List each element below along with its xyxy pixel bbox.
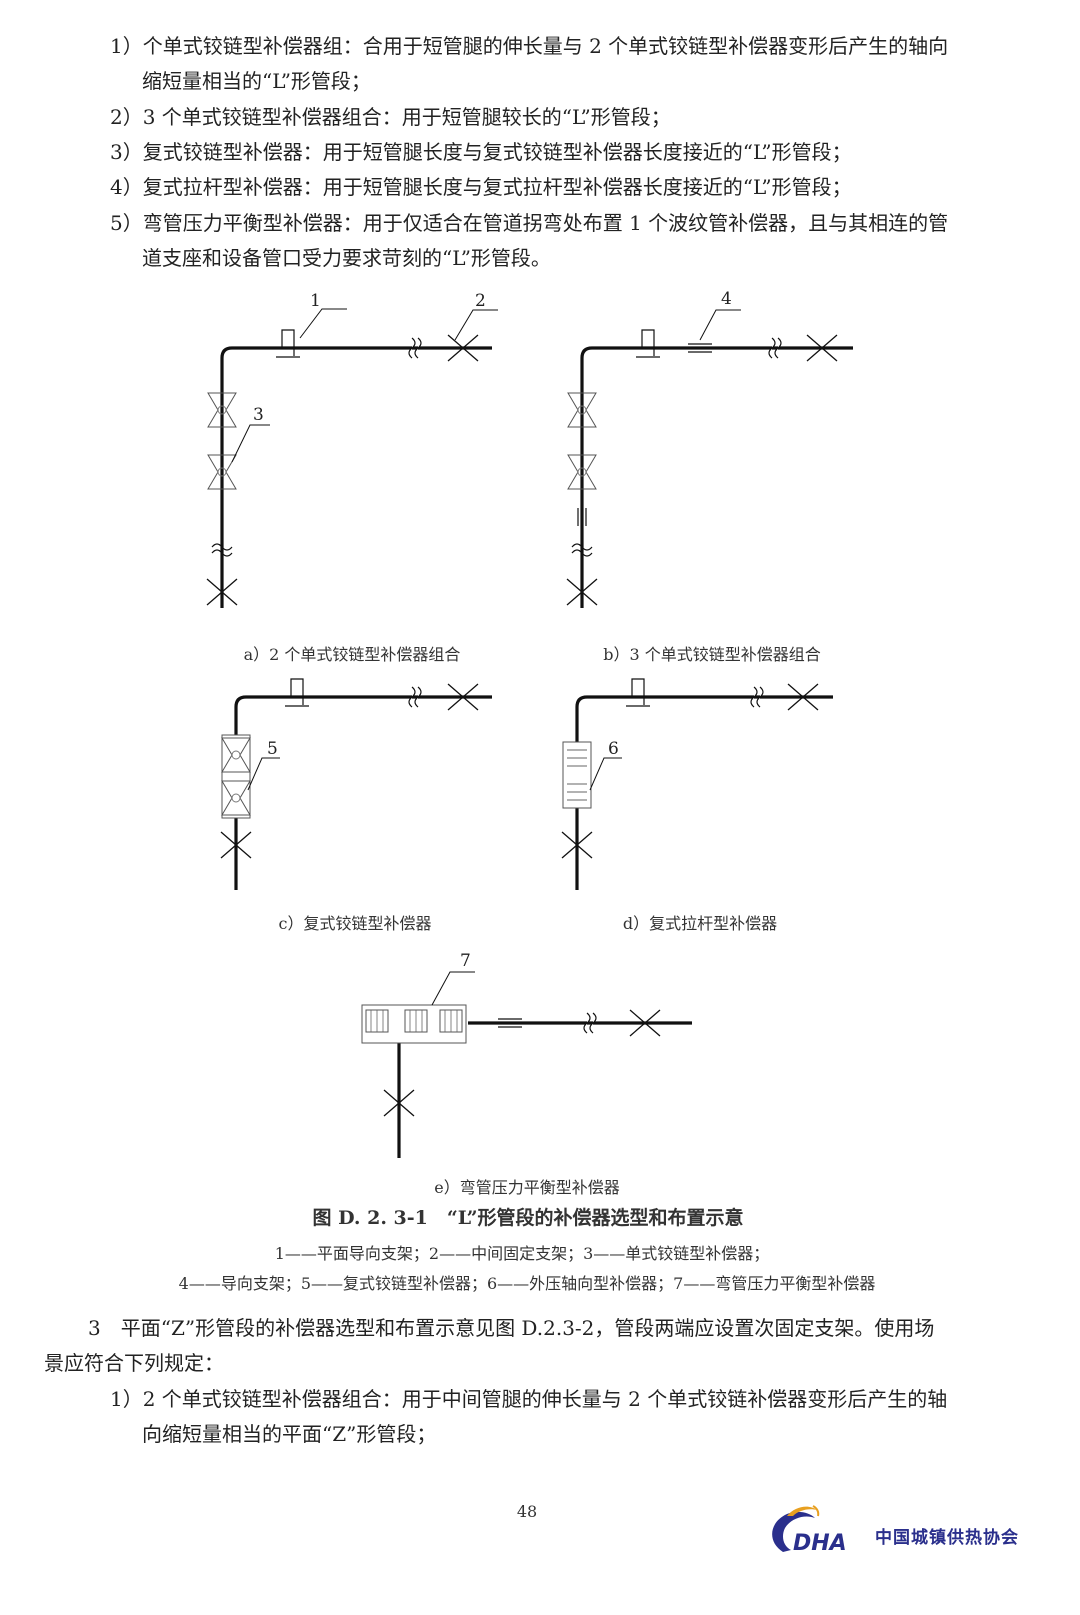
hinge-pin <box>577 405 587 415</box>
callout-leader <box>589 757 622 791</box>
callout-leader <box>231 424 270 463</box>
pipe-break-symbol <box>750 686 764 708</box>
callout-leader <box>247 757 280 791</box>
section-3-item-1-cont: 向缩短量相当的平面“Z”形管段； <box>142 1422 437 1446</box>
compound-hinged-compensator-symbol <box>221 734 251 819</box>
hinge-pin <box>231 793 241 803</box>
page-number: 48 <box>516 1502 538 1521</box>
caption-d: d）复式拉杆型补偿器 <box>622 914 778 933</box>
callout-6: 6 <box>608 739 619 759</box>
intro-item-1-cont: 缩短量相当的“L”形管段； <box>142 69 371 93</box>
intro-item-2: 2）3 个单式铰链型补偿器组合：用于短管腿较长的“L”形管段； <box>110 105 671 129</box>
plane-guide-support-symbol <box>626 678 650 707</box>
fixed-support-symbol <box>787 683 819 711</box>
pipe-a <box>220 346 492 608</box>
pipe-break-symbol <box>408 337 422 359</box>
fixed-support-symbol <box>447 683 479 711</box>
pipe-c <box>234 695 492 890</box>
intro-item-4: 4）复式拉杆型补偿器：用于短管腿长度与复式拉杆型补偿器长度接近的“L”形管段； <box>110 175 852 199</box>
plane-guide-support-symbol <box>285 678 309 707</box>
bellows-lines <box>409 1010 423 1032</box>
fixed-support-symbol <box>220 831 252 859</box>
pipe-b <box>580 346 853 608</box>
hinge-pin <box>217 467 227 477</box>
fixed-support-symbol <box>566 578 598 606</box>
plane-guide-support-symbol <box>636 329 660 358</box>
cdha-logo-name: 中国城镇供热协会 <box>875 1528 1019 1548</box>
figure-legend-1: 1——平面导向支架；2——中间固定支架；3——单式铰链型补偿器； <box>274 1244 770 1263</box>
guide-support-symbol <box>688 343 712 353</box>
pipe-break-symbol <box>583 1012 597 1034</box>
svg-text:DHA: DHA <box>793 1531 847 1556</box>
fixed-support-symbol <box>447 334 479 362</box>
callout-1: 1 <box>310 291 321 311</box>
callout-5: 5 <box>267 739 278 759</box>
callout-2: 2 <box>475 291 486 311</box>
guide-support-symbol <box>498 1018 522 1028</box>
section-3-item-1: 1）2 个单式铰链型补偿器组合：用于中间管腿的伸长量与 2 个单式铰链补偿器变形… <box>110 1387 948 1411</box>
section-3-text-cont: 景应符合下列规定： <box>44 1351 224 1375</box>
bellows-lines <box>370 1010 384 1032</box>
pressure-balanced-compensator-symbol <box>361 1004 467 1044</box>
hinge-pin <box>577 467 587 477</box>
caption-b: b）3 个单式铰链型补偿器组合 <box>603 645 821 664</box>
plane-guide-support-symbol <box>276 329 300 358</box>
fixed-support-symbol <box>806 334 838 362</box>
intro-item-5-cont: 道支座和设备管口受力要求苛刻的“L”形管段。 <box>142 246 551 270</box>
callout-leader <box>699 309 741 341</box>
caption-e: e）弯管压力平衡型补偿器 <box>434 1178 620 1197</box>
cdha-logo-mark: DHA <box>772 1505 847 1556</box>
intro-item-1: 1）个单式铰链型补偿器组：合用于短管腿的伸长量与 2 个单式铰链型补偿器变形后产… <box>110 34 949 58</box>
intro-item-3: 3）复式铰链型补偿器：用于短管腿长度与复式铰链型补偿器长度接近的“L”形管段； <box>110 140 852 164</box>
hinge-pin <box>217 405 227 415</box>
pipe-break-symbol <box>571 543 593 557</box>
caption-a: a）2 个单式铰链型补偿器组合 <box>243 645 461 664</box>
callout-leader <box>299 308 347 339</box>
callout-3: 3 <box>253 405 264 425</box>
fixed-support-symbol <box>629 1009 661 1037</box>
caption-c: c）复式铰链型补偿器 <box>278 914 432 933</box>
bellows-lines <box>567 749 587 801</box>
cdha-logo: DHA 中国城镇供热协会 <box>765 1500 1045 1560</box>
hinge-pin <box>231 750 241 760</box>
section-3-text: 3 平面“Z”形管段的补偿器选型和布置示意见图 D.2.3-2，管段两端应设置次… <box>88 1316 935 1340</box>
pipe-d <box>575 695 833 890</box>
fixed-support-symbol <box>383 1089 415 1117</box>
intro-item-5: 5）弯管压力平衡型补偿器：用于仅适合在管道拐弯处布置 1 个波纹管补偿器，且与其… <box>110 211 949 235</box>
callout-4: 4 <box>721 289 732 309</box>
callout-leader <box>431 971 475 1006</box>
external-pressure-compensator-symbol <box>562 741 592 809</box>
callout-7: 7 <box>460 951 471 971</box>
figure-legend-2: 4——导向支架；5——复式铰链型补偿器；6——外压轴向型补偿器；7——弯管压力平… <box>178 1274 876 1293</box>
guide-support-symbol <box>577 508 587 526</box>
pipe-break-symbol <box>211 543 233 557</box>
figure-title: 图 D. 2. 3-1 “L”形管段的补偿器选型和布置示意 <box>312 1207 744 1229</box>
fixed-support-symbol <box>206 578 238 606</box>
pipe-break-symbol <box>408 686 422 708</box>
pipe-break-symbol <box>768 337 782 359</box>
callout-leader <box>454 309 498 341</box>
bellows-lines <box>444 1010 458 1032</box>
fixed-support-symbol <box>561 831 593 859</box>
